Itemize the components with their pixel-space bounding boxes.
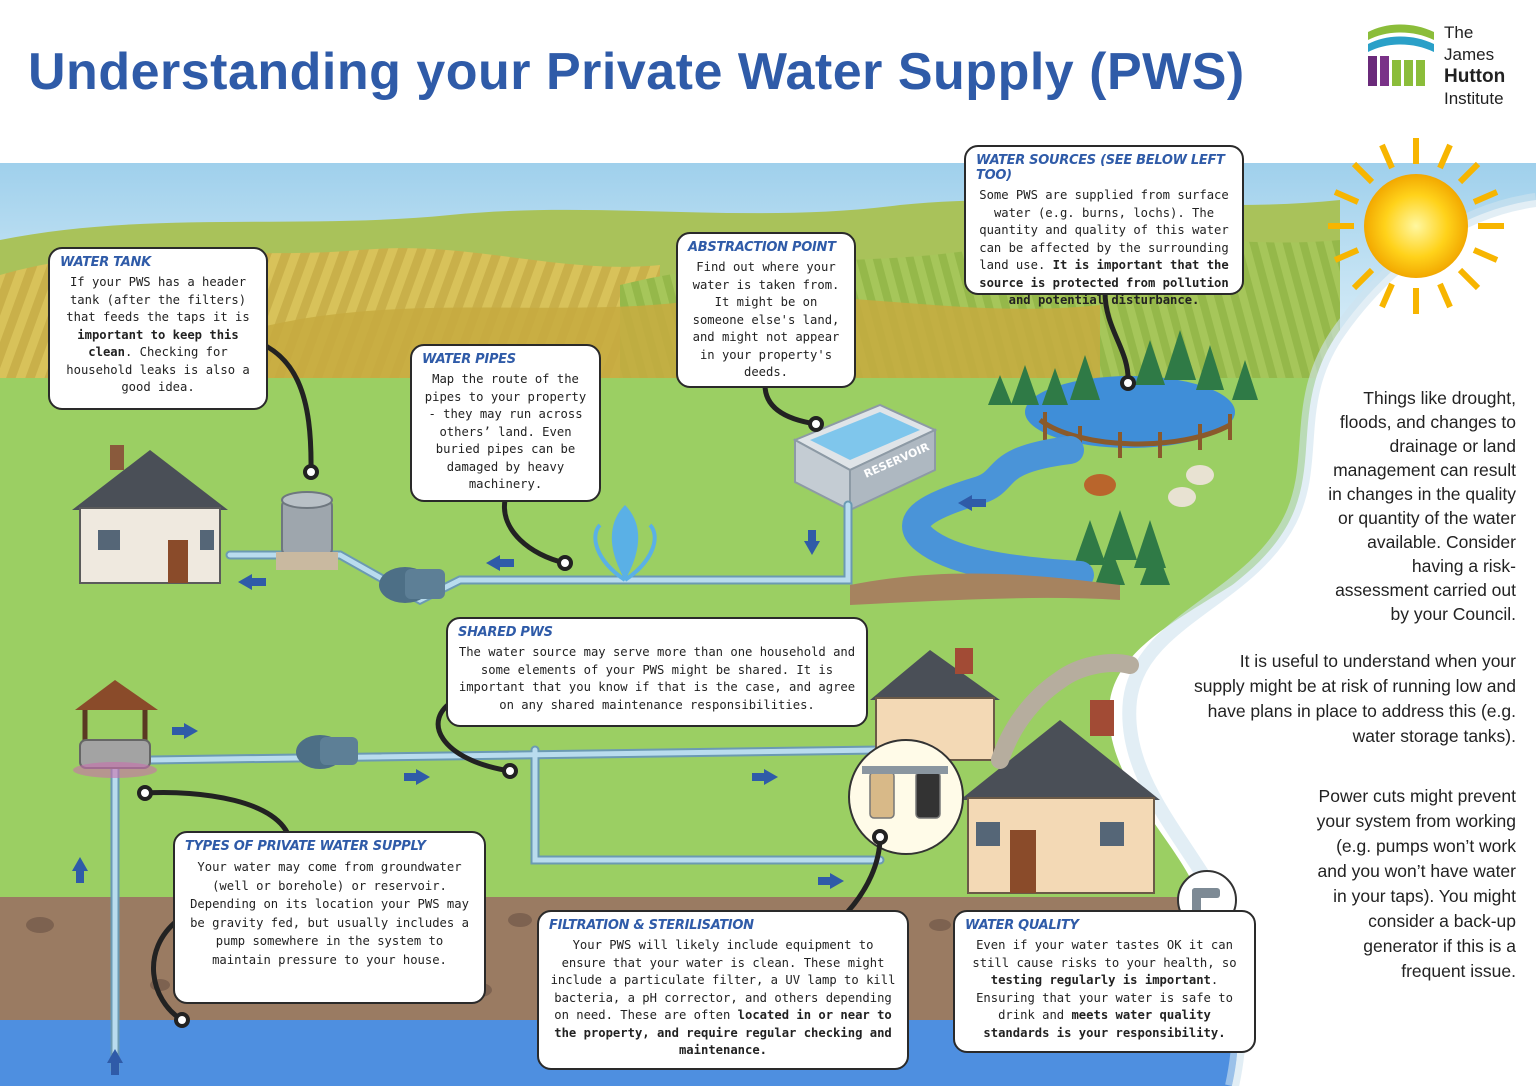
house-shared-front	[960, 700, 1160, 894]
abstraction-point-box: Abstraction Point Find out where your wa…	[676, 232, 856, 388]
water-sources-text: Some PWS are supplied from surface water…	[979, 188, 1229, 307]
animals	[1084, 465, 1214, 507]
water-sources-box: Water Sources (see below left too) Some …	[964, 145, 1244, 307]
logo-line3: Institute	[1444, 89, 1504, 108]
stone-path	[991, 654, 1139, 769]
filtration-box: Filtration & Sterilisation Your PWS will…	[537, 910, 909, 1070]
fence-posts	[1043, 412, 1232, 458]
fountain	[593, 505, 657, 582]
filter-bubble	[848, 739, 964, 855]
side-text-drought: Things like drought, floods, and changes…	[1328, 388, 1516, 624]
fence	[1038, 417, 1232, 447]
page-title: Understanding your Private Water Supply …	[28, 43, 1245, 101]
water-quality-box: Water Quality Even if your water tastes …	[953, 910, 1256, 1053]
pump-bottom	[296, 735, 358, 769]
shared-pws-box: Shared PWS The water source may serve mo…	[446, 617, 868, 727]
logo-icon	[1368, 24, 1434, 86]
pump-top	[379, 567, 445, 603]
filtration-title: Filtration & Sterilisation	[549, 918, 754, 933]
sun	[1328, 138, 1504, 314]
water-quality-text: Even if your water tastes OK it can stil…	[972, 938, 1237, 1040]
water-tank-box: Water Tank If your PWS has a header tank…	[48, 247, 268, 410]
dirt-path	[850, 573, 1120, 605]
types-pws-text: Your water may come from groundwater (we…	[190, 860, 469, 967]
house-main-left	[72, 445, 228, 584]
types-pws-title: Types of Private Water Supply	[185, 839, 426, 854]
side-panel-wave	[1129, 200, 1536, 1086]
water-quality-title: Water Quality	[965, 918, 1079, 933]
water-tank-title: Water Tank	[60, 255, 151, 270]
well	[73, 680, 158, 778]
logo-line1: The James	[1444, 23, 1495, 64]
side-text-low-supply: It is useful to understand when your sup…	[1194, 651, 1516, 746]
reservoir-tank: RESERVOIR	[792, 403, 938, 512]
types-pws-box: Types of Private Water Supply Your water…	[173, 831, 486, 1004]
water-pipes-box: Water Pipes Map the route of the pipes t…	[410, 344, 601, 502]
logo-text: The James Hutton Institute	[1444, 22, 1528, 110]
water-pipes-text: Map the route of the pipes to your prope…	[424, 372, 587, 491]
flow-arrows	[72, 495, 986, 1075]
shared-pws-title: Shared PWS	[458, 625, 553, 640]
filtration-text: Your PWS will likely include equipment t…	[550, 938, 896, 1057]
trees	[988, 330, 1258, 585]
shared-pws-text: The water source may serve more than one…	[458, 645, 856, 712]
abstraction-point-text: Find out where your water is taken from.…	[692, 260, 840, 379]
james-hutton-logo: The James Hutton Institute	[1368, 22, 1528, 108]
leader-dots	[137, 375, 1136, 1028]
side-text-power-cuts: Power cuts might prevent your system fro…	[1316, 786, 1516, 981]
water-tank-text: If your PWS has a header tank (after the…	[66, 275, 250, 394]
river	[902, 436, 1094, 589]
logo-line2: Hutton	[1444, 66, 1506, 87]
abstraction-point-title: Abstraction Point	[688, 240, 836, 255]
water-sources-title: Water Sources (see below left too)	[976, 153, 1225, 183]
header-tank	[276, 491, 338, 570]
water-pipes-title: Water Pipes	[422, 352, 516, 367]
